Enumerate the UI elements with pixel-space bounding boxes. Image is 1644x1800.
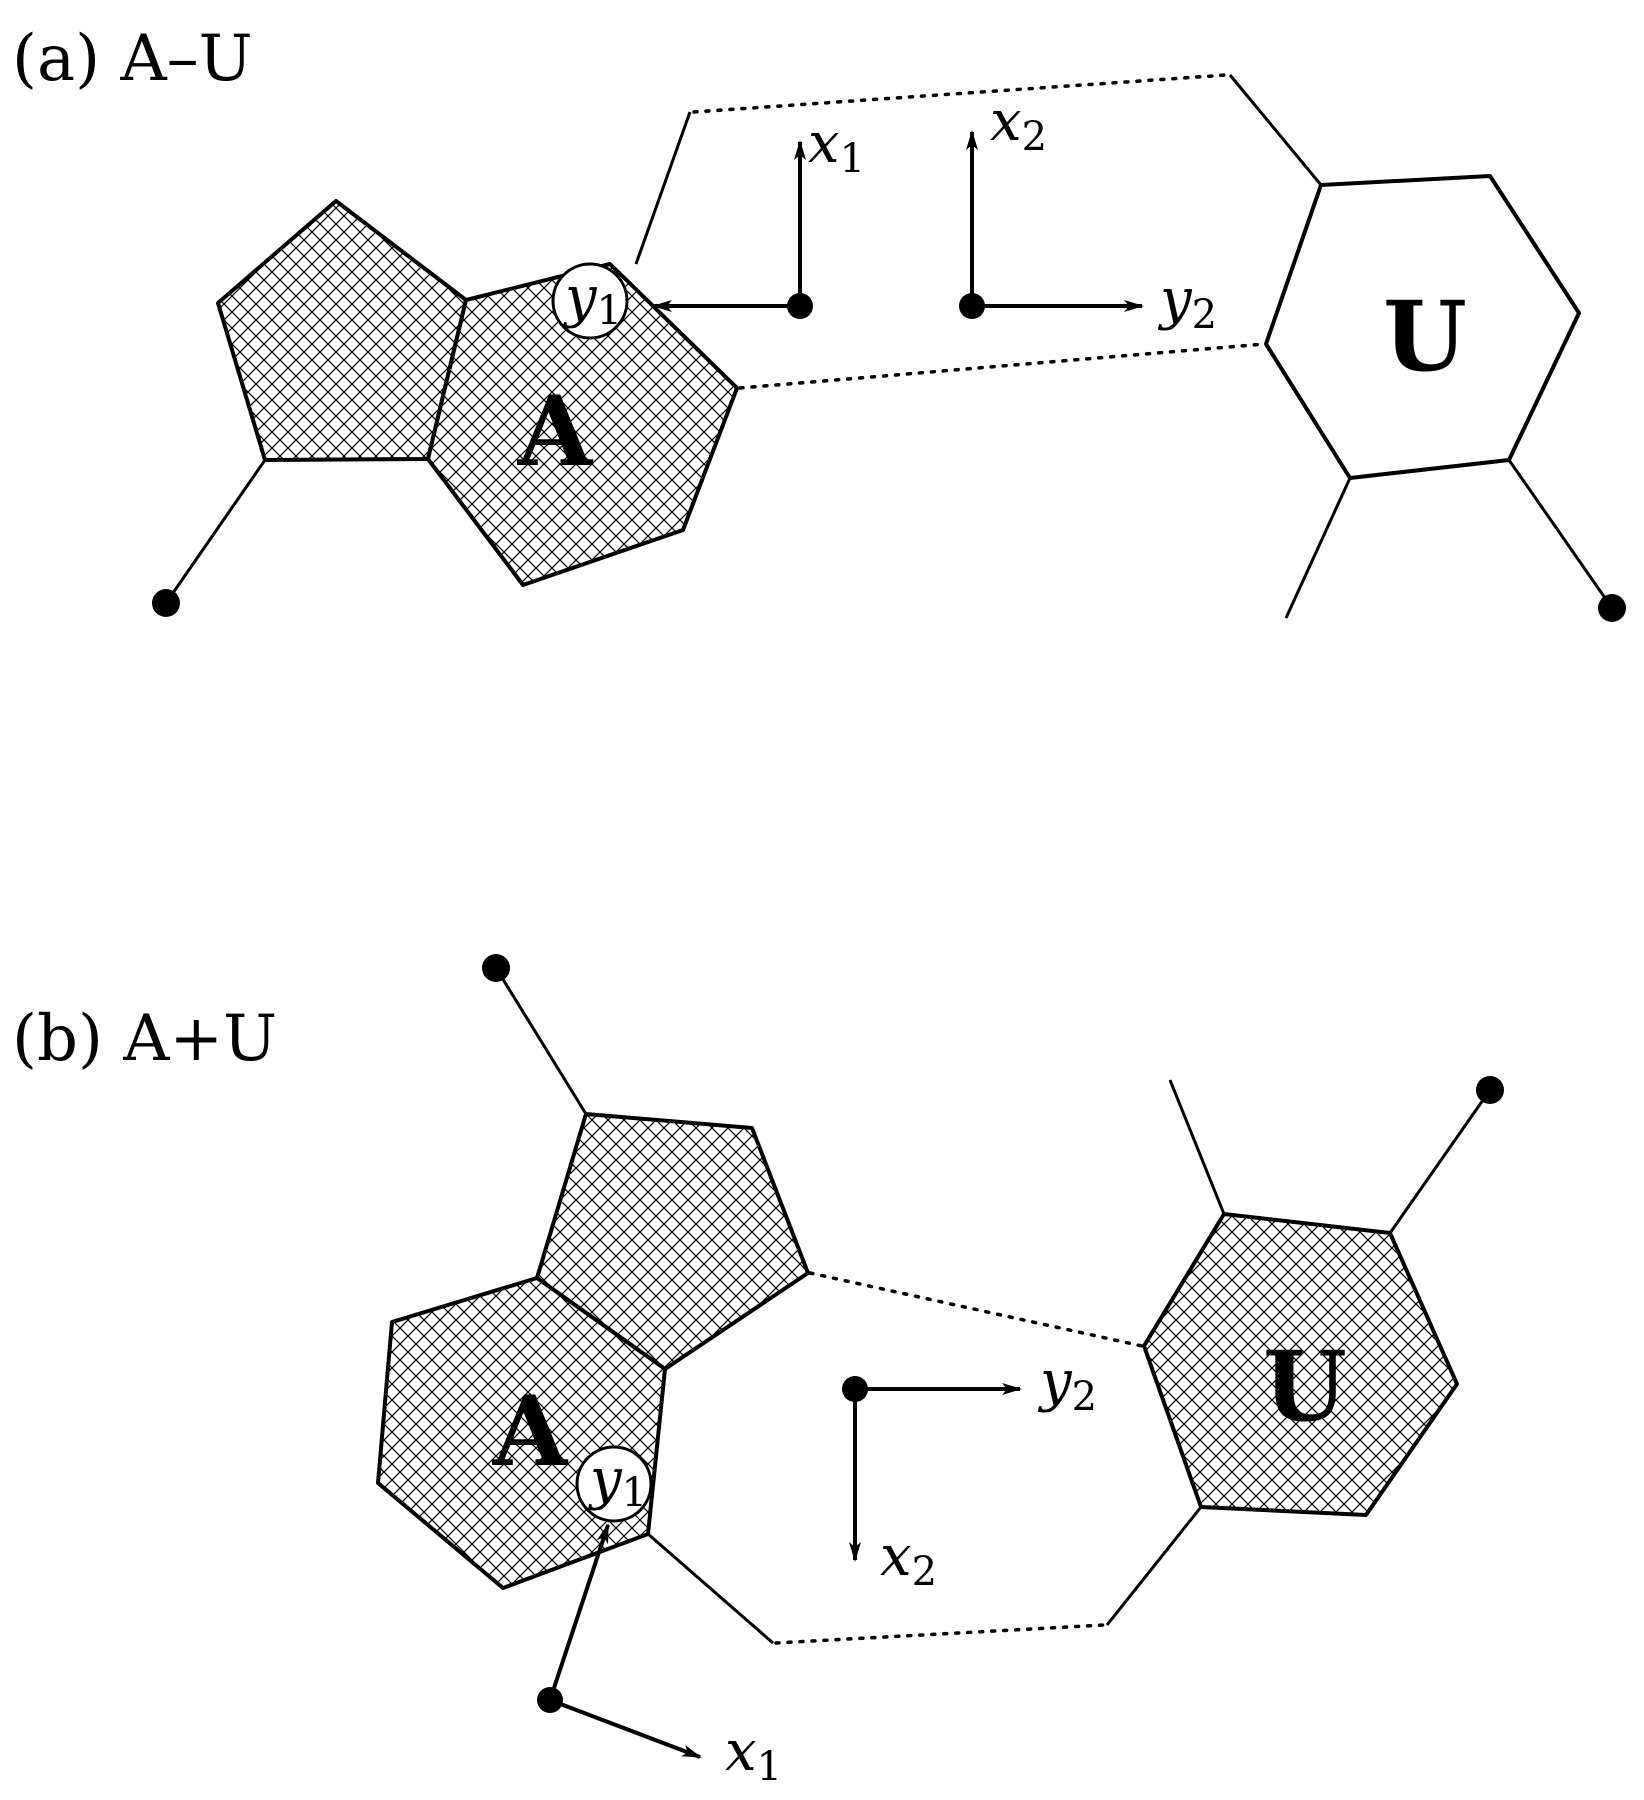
hbond-a-bottom: [738, 342, 1266, 390]
label-y2-b: y2: [1037, 1349, 1097, 1420]
adenine-six-ring: [426, 262, 739, 587]
hbond-b-top: [808, 1271, 1144, 1348]
label-y1-b-circle: [575, 1445, 653, 1523]
label-x1-a: x1: [808, 111, 865, 182]
adenine-b-letter: A: [492, 1375, 569, 1488]
origin-2-b: [842, 1376, 868, 1402]
origin-1-b: [537, 1687, 563, 1713]
label-x2-a: x2: [990, 89, 1047, 160]
adenine-a: A: [216, 199, 739, 587]
axis-x1-b: [549, 1698, 702, 1759]
adenine-b-substituent-bond: [647, 1532, 774, 1645]
label-x1-b: x1: [725, 1719, 782, 1790]
uracil-a-sugar-dot: [1598, 594, 1626, 622]
panel-a-label: (a) A–U: [12, 22, 253, 96]
adenine-b-five-ring: [535, 1112, 810, 1371]
label-y1-b: y1: [587, 1447, 647, 1516]
origin-1-a: [787, 293, 813, 319]
adenine-a-sugar-dot: [152, 589, 180, 617]
uracil-b-top-bond: [1168, 1079, 1226, 1215]
frame-1-a: x1 y1: [551, 111, 865, 340]
uracil-a-letter: U: [1383, 280, 1467, 393]
uracil-b-sugar-dot: [1476, 1076, 1504, 1104]
label-x2-b: x2: [880, 1524, 937, 1595]
frame-2-b: y2 x2: [842, 1349, 1097, 1595]
uracil-a-sugar-bond: [1507, 459, 1614, 609]
uracil-b-letter: U: [1263, 1330, 1347, 1443]
label-y1-a-circle: [551, 262, 629, 340]
frame-1-b: y1 x1: [537, 1445, 782, 1790]
adenine-b-sugar-dot: [482, 954, 510, 982]
adenine-a-substituent-bond: [634, 111, 692, 265]
adenine-a-letter: A: [517, 375, 594, 488]
panel-b: (b) A+U A U y2 x2: [12, 954, 1504, 1790]
uracil-a-top-bond: [1228, 74, 1323, 186]
adenine-b-sugar-bond: [494, 967, 588, 1115]
uracil-b-sugar-bond: [1388, 1089, 1492, 1234]
axis-y1-b: [548, 1523, 610, 1701]
adenine-b: A: [376, 1112, 810, 1590]
origin-2-a: [959, 293, 985, 319]
uracil-b: U: [1142, 1212, 1459, 1517]
panel-a: (a) A–U A U x1 y1: [12, 22, 1626, 622]
hbond-b-bottom: [774, 1623, 1106, 1645]
label-y1-a: y1: [562, 265, 622, 334]
uracil-a: U: [1264, 174, 1581, 480]
uracil-a-bottom-bond: [1284, 477, 1352, 619]
panel-b-label: (b) A+U: [12, 1002, 277, 1076]
adenine-a-sugar-bond: [164, 459, 267, 604]
hbond-a-top: [692, 73, 1228, 114]
adenine-five-ring: [216, 199, 468, 462]
frame-2-a: x2 y2: [959, 89, 1217, 338]
uracil-b-bottom-bond: [1105, 1506, 1203, 1626]
label-y2-a: y2: [1157, 267, 1217, 338]
